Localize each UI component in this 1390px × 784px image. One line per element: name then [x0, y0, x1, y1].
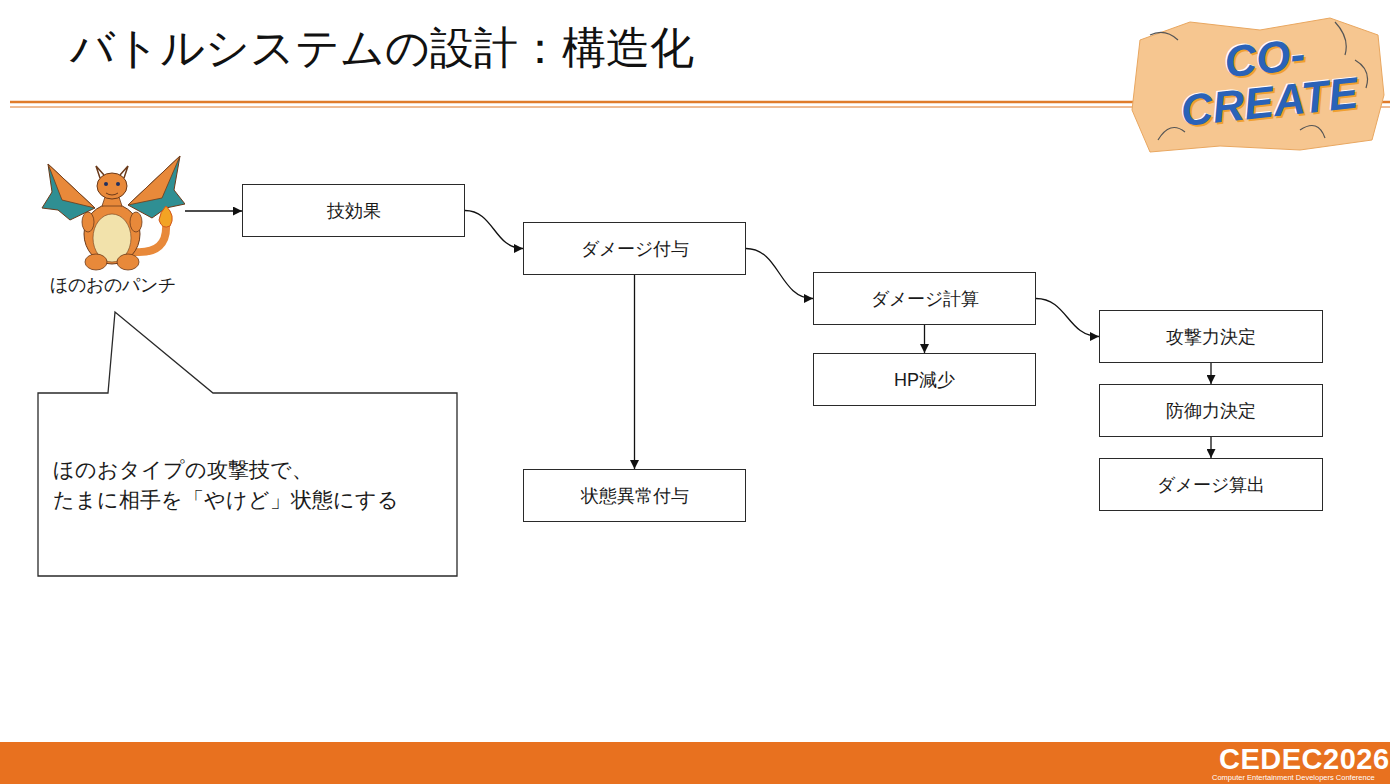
box-label: ダメージ付与 — [581, 238, 689, 260]
flow-arrow — [1210, 363, 1211, 384]
box-label: HP減少 — [894, 369, 955, 391]
process-box: ダメージ付与 — [523, 222, 746, 275]
wing — [42, 164, 95, 220]
mouth — [106, 193, 118, 195]
box-label: 技効果 — [327, 200, 381, 222]
callout-outline — [38, 393, 457, 576]
process-box: 防御力決定 — [1099, 384, 1323, 437]
box-label: ダメージ計算 — [871, 288, 979, 310]
logo-text: CO- CREATE — [1158, 25, 1376, 134]
event-subtitle: Computer Entertainment Developers Confer… — [1212, 773, 1390, 782]
tail-flame — [159, 206, 172, 227]
box-label: 攻撃力決定 — [1166, 326, 1256, 348]
box-label: 防御力決定 — [1166, 400, 1256, 422]
character-illustration — [40, 150, 185, 272]
logo-splash — [1132, 18, 1384, 152]
leg — [117, 254, 139, 270]
flow-arrow — [1036, 299, 1099, 337]
flow-arrow — [185, 210, 242, 211]
process-box: 状態異常付与 — [523, 469, 746, 522]
flow-arrow — [1210, 437, 1211, 458]
process-box: 技効果 — [242, 184, 465, 237]
box-label: ダメージ算出 — [1157, 474, 1265, 496]
arm — [130, 212, 142, 232]
speech-callout: ほのおタイプの攻撃技で、 たまに相手を「やけど」状態にする — [38, 393, 457, 576]
arm — [82, 212, 94, 232]
leg — [85, 254, 107, 270]
flow-arrow — [634, 275, 635, 469]
character-figure: ほのおのパンチ — [40, 150, 185, 272]
flow-arrow — [746, 249, 813, 299]
flow-arrow — [465, 211, 523, 249]
box-label: 状態異常付与 — [581, 485, 689, 507]
wing — [128, 156, 185, 218]
process-box: 攻撃力決定 — [1099, 310, 1323, 363]
event-logo: CEDEC2026 — [1219, 744, 1389, 774]
callout-text: ほのおタイプの攻撃技で、 たまに相手を「やけど」状態にする — [53, 455, 423, 515]
wing-edge — [128, 156, 180, 205]
wing-edge — [48, 164, 95, 208]
callout-shape — [38, 312, 457, 576]
footer-bar — [0, 742, 1390, 784]
flow-arrow — [924, 325, 925, 353]
process-box: ダメージ算出 — [1099, 458, 1323, 511]
figure-caption: ほのおのパンチ — [0, 274, 225, 296]
slide-title: バトルシステムの設計：構造化 — [70, 20, 694, 76]
process-box: ダメージ計算 — [813, 272, 1036, 325]
process-box: HP減少 — [813, 353, 1036, 406]
eye — [116, 182, 120, 186]
horns — [96, 166, 128, 178]
head — [97, 173, 127, 199]
eye — [104, 182, 108, 186]
